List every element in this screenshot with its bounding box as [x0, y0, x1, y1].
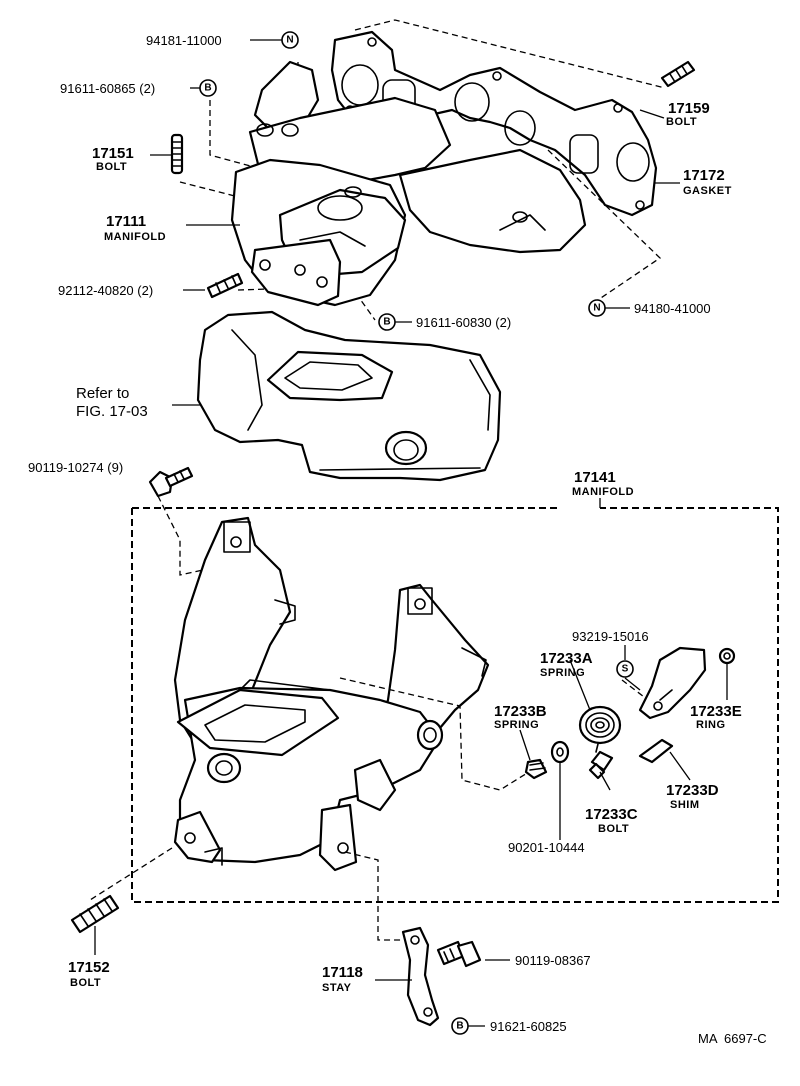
svg-text:N: N	[593, 303, 600, 314]
symbol-b-91611b: B	[378, 313, 396, 331]
label-94181-11000: 94181-11000	[146, 33, 222, 48]
label-17118-name: STAY	[322, 982, 352, 994]
lever-drawing	[638, 646, 707, 720]
stud-guide-line	[89, 847, 173, 901]
figure-code: MA 6697-C	[698, 1031, 767, 1046]
label-91621-60825: 91621-60825	[490, 1019, 567, 1034]
spring-17233A-drawing	[578, 705, 622, 753]
label-17151-name: BOLT	[96, 161, 127, 173]
label-17111-number: 17111	[106, 213, 146, 230]
label-17172-name: GASKET	[683, 185, 732, 197]
stud-92112-drawing	[206, 272, 244, 299]
symbol-b-91621: B	[451, 1017, 469, 1035]
fig-reference-label: FIG. 17-03	[76, 403, 148, 420]
intake-manifold-frame	[131, 507, 779, 903]
label-17233D-number: 17233D	[666, 782, 719, 799]
label-92112-40820: 92112-40820 (2)	[58, 283, 153, 298]
symbol-n-94180: N	[588, 299, 606, 317]
stay-17118-drawing	[401, 926, 440, 1027]
spring-17233B-drawing	[524, 758, 548, 780]
label-90119-08367: 90119-08367	[515, 953, 591, 968]
label-17233A-number: 17233A	[540, 650, 593, 667]
label-17151-number: 17151	[92, 145, 134, 162]
svg-text:B: B	[456, 1021, 463, 1032]
refer-to-label: Refer to	[76, 385, 129, 402]
label-17141-name: MANIFOLD	[572, 486, 634, 498]
stud-17152-drawing	[70, 894, 120, 934]
symbol-b-91611a: B	[199, 79, 217, 97]
label-17233B-number: 17233B	[494, 703, 547, 720]
svg-text:B: B	[383, 317, 390, 328]
ring-17233E-drawing	[718, 647, 736, 665]
label-17172-number: 17172	[683, 167, 725, 184]
bolt-17233C-drawing	[588, 750, 614, 780]
label-17159-name: BOLT	[666, 116, 697, 128]
bolt-90119-10274-drawing	[148, 466, 194, 498]
svg-text:N: N	[286, 35, 293, 46]
washer-90201-drawing	[550, 740, 570, 764]
stud-bolt-17159-drawing	[660, 60, 696, 88]
label-17233B-name: SPRING	[494, 719, 539, 731]
label-17233E-name: RING	[696, 719, 726, 731]
label-94180-41000: 94180-41000	[634, 301, 711, 316]
label-17233C-name: BOLT	[598, 823, 629, 835]
bolt-guide-line	[157, 495, 213, 576]
label-17159-number: 17159	[668, 100, 710, 117]
label-90119-10274: 90119-10274 (9)	[28, 460, 123, 475]
label-17118-number: 17118	[322, 964, 363, 981]
svg-text:S: S	[622, 664, 629, 675]
spring-guide-line	[339, 677, 533, 791]
label-90201-10444: 90201-10444	[508, 840, 585, 855]
bolt-90119-08367-drawing	[436, 940, 482, 968]
label-91611-60830: 91611-60830 (2)	[416, 315, 511, 330]
label-17233A-name: SPRING	[540, 667, 585, 679]
exhaust-manifold-drawing	[230, 60, 587, 307]
shim-17233D-drawing	[638, 738, 674, 764]
label-17152-number: 17152	[68, 959, 110, 976]
stud-bolt-17151-drawing	[170, 133, 184, 175]
heat-insulator-drawing	[196, 310, 502, 482]
stay-guide-line	[344, 851, 415, 941]
label-17111-name: MANIFOLD	[104, 231, 166, 243]
intake-manifold-drawing	[173, 516, 490, 872]
label-91611-60865: 91611-60865 (2)	[60, 81, 155, 96]
label-17233D-name: SHIM	[670, 799, 700, 811]
label-17141-number: 17141	[574, 469, 616, 486]
symbol-n-94181: N	[281, 31, 299, 49]
label-17233E-number: 17233E	[690, 703, 742, 720]
label-17152-name: BOLT	[70, 977, 101, 989]
svg-text:B: B	[204, 83, 211, 94]
label-93219-15016: 93219-15016	[572, 629, 649, 644]
symbol-s-93219: S	[616, 660, 634, 678]
leader-lines	[94, 39, 728, 1027]
label-17233C-number: 17233C	[585, 806, 638, 823]
